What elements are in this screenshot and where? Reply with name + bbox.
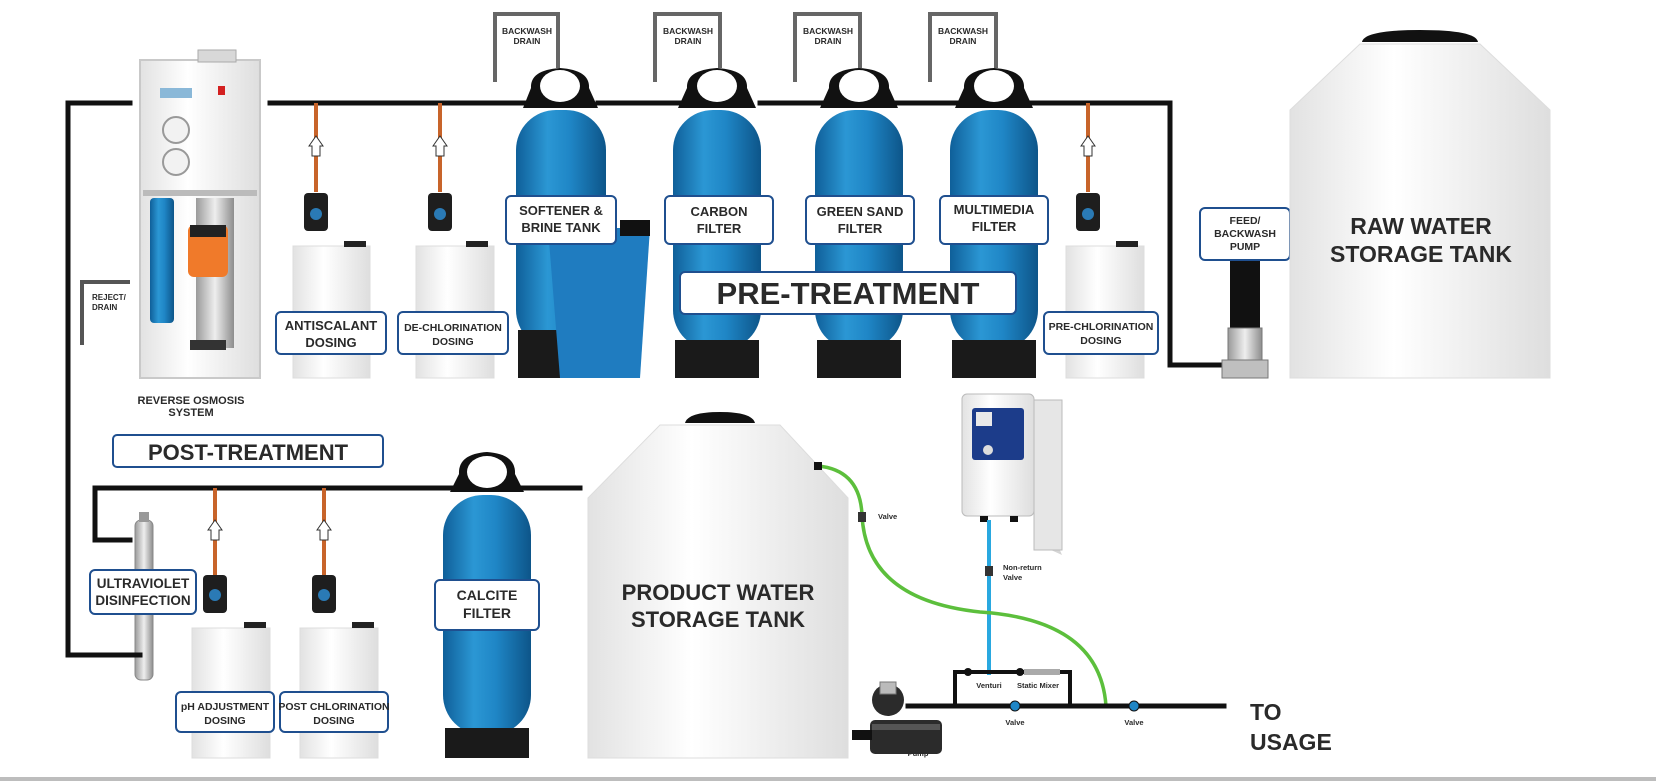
- calcite-filter: CALCITE FILTER: [434, 452, 540, 758]
- svg-text:FILTER: FILTER: [697, 221, 742, 236]
- svg-text:pH ADJUSTMENT: pH ADJUSTMENT: [181, 701, 270, 713]
- svg-text:DOSING: DOSING: [1080, 335, 1121, 347]
- svg-text:DOSING: DOSING: [432, 336, 473, 348]
- svg-text:DISINFECTION: DISINFECTION: [95, 593, 190, 608]
- svg-text:FILTER: FILTER: [838, 221, 883, 236]
- svg-text:BRINE TANK: BRINE TANK: [521, 220, 601, 235]
- post-treatment-title: POST-TREATMENT: [112, 434, 384, 468]
- svg-text:DOSING: DOSING: [313, 715, 354, 727]
- svg-text:Venturi: Venturi: [976, 681, 1001, 690]
- pre-treatment-title: PRE-TREATMENT: [679, 271, 1017, 315]
- svg-text:REJECT/: REJECT/: [92, 293, 127, 302]
- delivery-line: Venturi Static Mixer Valve Valve: [905, 668, 1227, 727]
- delivery-pump: Pump: [852, 681, 942, 758]
- svg-text:DOSING: DOSING: [305, 335, 356, 350]
- product-water-storage-tank: PRODUCT WATER STORAGE TANK: [587, 412, 849, 759]
- svg-text:Valve: Valve: [878, 512, 897, 521]
- svg-text:DRAIN: DRAIN: [92, 303, 118, 312]
- backwash-drain-1: BACKWASH DRAIN: [493, 12, 560, 82]
- svg-text:DRAIN: DRAIN: [675, 36, 702, 46]
- post-treatment-pipe: [92, 485, 583, 543]
- svg-text:DRAIN: DRAIN: [950, 36, 977, 46]
- svg-text:TO: TO: [1250, 699, 1282, 725]
- softener-vessel: SOFTENER & BRINE TANK: [505, 68, 650, 378]
- svg-text:PRE-CHLORINATION: PRE-CHLORINATION: [1049, 321, 1154, 333]
- backwash-drain-3: BACKWASH DRAIN: [793, 12, 862, 82]
- to-usage-label: TO USAGE: [1250, 699, 1332, 755]
- svg-text:REVERSE OSMOSIS: REVERSE OSMOSIS: [138, 395, 245, 407]
- bypass-line: Valve: [814, 462, 1108, 707]
- svg-text:FEED/: FEED/: [1230, 215, 1261, 227]
- svg-text:Valve: Valve: [1005, 718, 1024, 727]
- svg-text:Valve: Valve: [1124, 718, 1143, 727]
- svg-text:DRAIN: DRAIN: [514, 36, 541, 46]
- svg-text:DOSING: DOSING: [204, 715, 245, 727]
- multimedia-filter: MULTIMEDIA FILTER: [939, 68, 1049, 378]
- reverse-osmosis-system: REVERSE OSMOSIS SYSTEM: [138, 49, 261, 419]
- svg-text:USAGE: USAGE: [1250, 729, 1332, 755]
- ph-adjustment-dosing: pH ADJUSTMENT DOSING: [175, 488, 275, 759]
- raw-water-storage-tank: RAW WATER STORAGE TANK: [1289, 30, 1551, 379]
- svg-text:STORAGE TANK: STORAGE TANK: [1330, 241, 1512, 267]
- svg-text:MULTIMEDIA: MULTIMEDIA: [954, 202, 1035, 217]
- svg-text:FILTER: FILTER: [463, 605, 511, 621]
- svg-text:BACKWASH: BACKWASH: [938, 26, 988, 36]
- reject-drain-pipe: [80, 280, 130, 345]
- backwash-drain-2: BACKWASH DRAIN: [653, 12, 722, 82]
- svg-text:Pump: Pump: [908, 749, 929, 758]
- green-sand-filter: GREEN SAND FILTER: [805, 68, 915, 378]
- svg-text:CALCITE: CALCITE: [457, 587, 518, 603]
- svg-text:ULTRAVIOLET: ULTRAVIOLET: [97, 576, 190, 591]
- uv-disinfection: ULTRAVIOLET DISINFECTION: [65, 512, 197, 681]
- svg-text:BACKWASH: BACKWASH: [663, 26, 713, 36]
- ozone-line: Non-return Valve: [985, 520, 1042, 675]
- antiscalant-dosing: ANTISCALANT DOSING: [275, 103, 387, 379]
- svg-text:DRAIN: DRAIN: [815, 36, 842, 46]
- reject-drain-label: REJECT/ DRAIN: [92, 293, 127, 312]
- backwash-drain-4: BACKWASH DRAIN: [928, 12, 998, 82]
- svg-text:FILTER: FILTER: [972, 219, 1017, 234]
- svg-text:POST CHLORINATION: POST CHLORINATION: [278, 701, 389, 713]
- svg-text:Valve: Valve: [1003, 573, 1022, 582]
- svg-text:DE-CHLORINATION: DE-CHLORINATION: [404, 322, 502, 334]
- svg-text:PUMP: PUMP: [1230, 241, 1260, 253]
- svg-text:ANTISCALANT: ANTISCALANT: [285, 318, 377, 333]
- svg-text:BACKWASH: BACKWASH: [1214, 228, 1276, 240]
- svg-text:RAW WATER: RAW WATER: [1350, 213, 1492, 239]
- svg-text:CARBON: CARBON: [690, 204, 747, 219]
- prechlorination-dosing: PRE-CHLORINATION DOSING: [1043, 103, 1159, 379]
- ozone-generator: [961, 393, 1063, 555]
- svg-text:GREEN SAND: GREEN SAND: [817, 204, 904, 219]
- svg-text:POST-TREATMENT: POST-TREATMENT: [148, 440, 349, 465]
- svg-text:SOFTENER &: SOFTENER &: [519, 203, 603, 218]
- svg-text:SYSTEM: SYSTEM: [168, 407, 213, 419]
- bottom-border: [0, 777, 1656, 781]
- svg-text:STORAGE TANK: STORAGE TANK: [631, 607, 805, 632]
- svg-text:BACKWASH: BACKWASH: [502, 26, 552, 36]
- post-chlorination-dosing: POST CHLORINATION DOSING: [278, 488, 390, 759]
- feed-backwash-pump: FEED/ BACKWASH PUMP: [1199, 207, 1291, 379]
- carbon-filter: CARBON FILTER: [664, 68, 774, 378]
- svg-text:Non-return: Non-return: [1003, 563, 1042, 572]
- svg-text:PRODUCT WATER: PRODUCT WATER: [622, 580, 815, 605]
- svg-text:BACKWASH: BACKWASH: [803, 26, 853, 36]
- svg-text:PRE-TREATMENT: PRE-TREATMENT: [717, 276, 980, 311]
- dechlorination-dosing: DE-CHLORINATION DOSING: [397, 103, 509, 379]
- svg-text:Static Mixer: Static Mixer: [1017, 681, 1059, 690]
